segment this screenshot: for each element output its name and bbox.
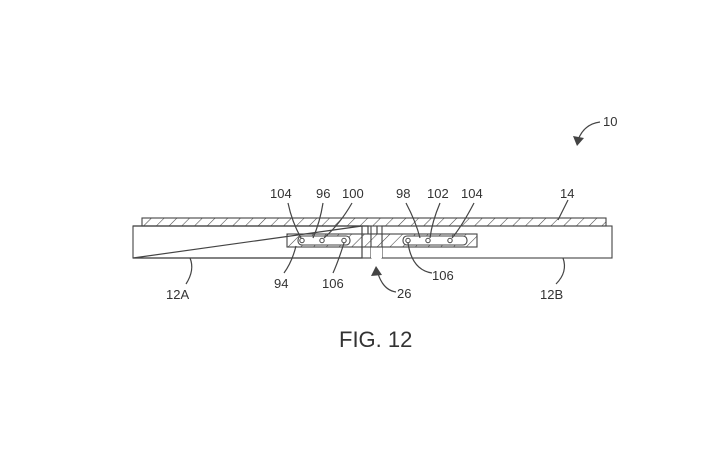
leader-100 (323, 202, 353, 239)
label-104-left: 104 (270, 186, 292, 201)
pin-left (319, 237, 325, 244)
end-pin-right (447, 237, 453, 244)
leader-106-left (332, 242, 345, 274)
label-10: 10 (603, 114, 617, 129)
label-12B: 12B (540, 287, 563, 302)
leader-12A (185, 257, 193, 285)
label-94: 94 (274, 276, 288, 291)
leader-98 (405, 202, 421, 239)
arrow-26-head (371, 266, 382, 276)
end-pin-left (299, 237, 305, 244)
label-96: 96 (316, 186, 330, 201)
label-106-right: 106 (432, 268, 454, 283)
slot-pin-right (405, 237, 411, 244)
label-106-left: 106 (322, 276, 344, 291)
pin-right (425, 237, 431, 244)
leader-14 (557, 199, 569, 221)
label-104-right: 104 (461, 186, 483, 201)
leader-12B (555, 257, 566, 285)
leader-104-left (287, 202, 302, 239)
leader-96 (312, 202, 324, 239)
pin-slot-right (402, 235, 468, 246)
label-14: 14 (560, 186, 574, 201)
figure-caption: FIG. 12 (339, 327, 412, 352)
label-102: 102 (427, 186, 449, 201)
label-12A: 12A (166, 287, 189, 302)
arrow-10-head (573, 136, 584, 146)
label-98: 98 (396, 186, 410, 201)
leader-106-right (407, 242, 433, 274)
leader-104-right (451, 202, 475, 239)
hinge-plate-center (370, 233, 383, 248)
leader-94 (283, 245, 297, 274)
slot-pin-left (341, 237, 347, 244)
flexible-layer (141, 217, 607, 227)
arrow-10 (577, 121, 601, 141)
label-26: 26 (397, 286, 411, 301)
label-100: 100 (342, 186, 364, 201)
leader-102 (429, 202, 441, 239)
